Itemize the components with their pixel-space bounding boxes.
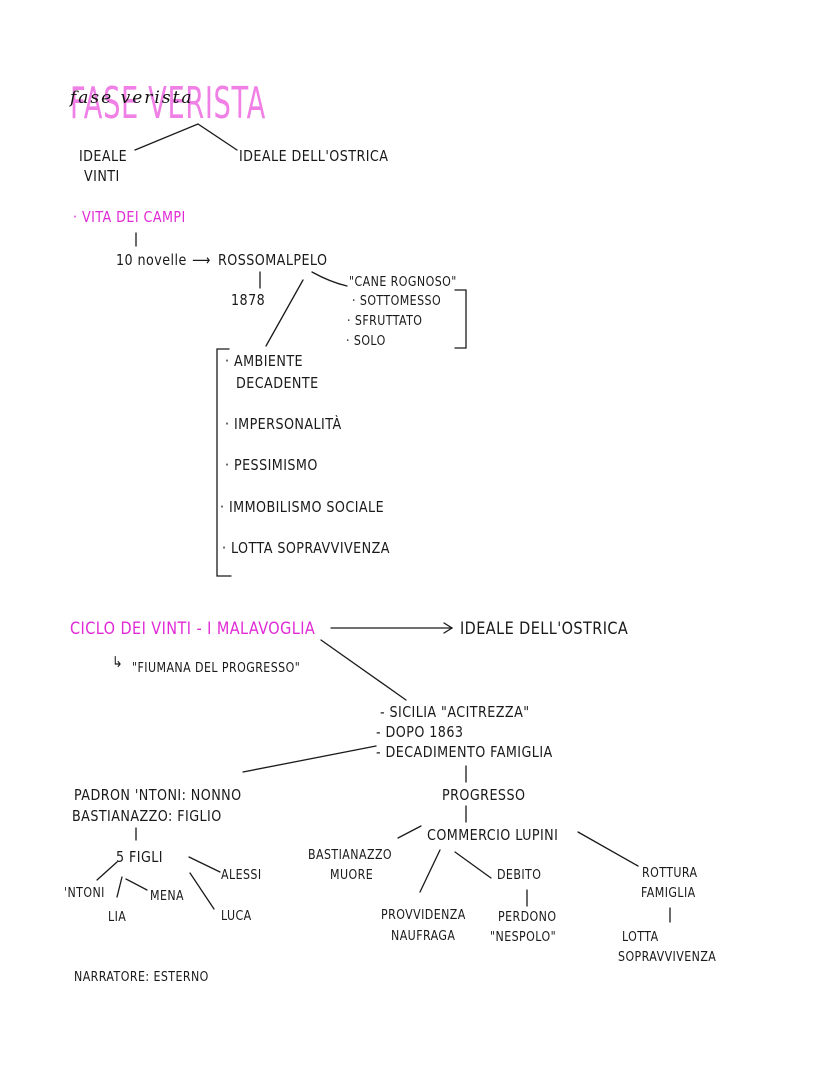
child-alessi: ALESSI — [221, 868, 262, 883]
perdono-label: PERDONO — [498, 910, 557, 925]
link-commercio-rottura — [577, 831, 639, 867]
rossomalpelo-label: ROSSOMALPELO — [218, 251, 328, 269]
bastianazzo-figlio-label: BASTIANAZZO: FIGLIO — [72, 807, 222, 825]
child-lia: LIA — [108, 910, 127, 925]
vita-dei-campi-heading: · VITA DEI CAMPI — [73, 208, 186, 226]
child-luca: LUCA — [221, 909, 252, 924]
link-commercio-provvidenza — [419, 849, 441, 893]
padron-ntoni-label: PADRON 'NTONI: NONNO — [74, 786, 242, 804]
theme-impersonalita: · IMPERSONALITÀ — [225, 415, 342, 433]
link-figli-mena — [125, 878, 148, 891]
fiumana-label: "FIUMANA DEL PROGRESSO" — [132, 661, 301, 676]
bracket-traits — [454, 289, 467, 349]
naufraga-label: NAUFRAGA — [391, 929, 456, 944]
arrowhead-ciclo-ideale — [443, 622, 454, 634]
page-title: FASE VERISTA — [70, 78, 266, 129]
link-facts-padron — [242, 745, 377, 773]
commercio-lupini-label: COMMERCIO LUPINI — [427, 826, 559, 844]
fact-dopo: - DOPO 1863 — [376, 723, 464, 741]
theme-decadente: DECADENTE — [236, 374, 319, 392]
link-commercio-debito — [454, 851, 492, 879]
trait-solo: · SOLO — [346, 334, 386, 349]
bracket-themes — [216, 348, 232, 577]
bastianazzo-muore-1: BASTIANAZZO — [308, 848, 393, 863]
nespolo-label: "NESPOLO" — [490, 930, 557, 945]
ciclo-heading: CICLO DEI VINTI - I MALAVOGLIA — [70, 619, 316, 639]
link-rosso-cane — [311, 271, 348, 287]
branch-ideale-ostrica — [197, 123, 238, 151]
lotta-label: LOTTA — [622, 930, 659, 945]
cinque-figli-label: 5 FIGLI — [116, 848, 163, 866]
novelle-label: 10 novelle — [116, 251, 187, 269]
ideale-vinti-label-2: VINTI — [84, 167, 120, 185]
ideale-vinti-label-1: IDEALE — [79, 147, 128, 165]
theme-lotta: · LOTTA SOPRAVVIVENZA — [222, 539, 390, 557]
sopravvivenza-label: SOPRAVVIVENZA — [618, 950, 717, 965]
trait-sfruttato: · SFRUTTATO — [347, 314, 423, 329]
cane-rognoso-label: "CANE ROGNOSO" — [349, 275, 457, 290]
year-1878: 1878 — [231, 291, 266, 309]
link-figli-lia — [116, 876, 123, 898]
link-figli-alessi — [188, 856, 221, 873]
progresso-label: PROGRESSO — [442, 786, 526, 804]
provvidenza-label: PROVVIDENZA — [381, 908, 466, 923]
ciclo-ideale-ostrica: IDEALE DELL'OSTRICA — [460, 619, 629, 639]
link-ciclo-facts — [320, 639, 407, 701]
child-ntoni: 'NTONI — [64, 886, 105, 901]
child-mena: MENA — [150, 889, 185, 904]
theme-immobilismo: · IMMOBILISMO SOCIALE — [220, 498, 385, 516]
theme-pessimismo: · PESSIMISMO — [225, 456, 318, 474]
bastianazzo-muore-2: MUORE — [330, 868, 374, 883]
fact-sicilia: - SICILIA "ACITREZZA" — [380, 703, 530, 721]
fact-decadimento: - DECADIMENTO FAMIGLIA — [376, 743, 553, 761]
fiumana-arrow: ↳ — [112, 653, 124, 671]
theme-ambiente: · AMBIENTE — [225, 352, 304, 370]
novelle-arrow: ⟶ — [192, 251, 211, 269]
narratore-label: NARRATORE: ESTERNO — [74, 970, 209, 985]
branch-ideale-vinti — [134, 123, 199, 151]
rottura-label: ROTTURA — [642, 866, 698, 881]
link-commercio-bastianazzo — [397, 825, 422, 839]
page-title-script: fase verista — [70, 88, 194, 108]
famiglia-label: FAMIGLIA — [641, 886, 696, 901]
link-figli-ntoni — [96, 861, 118, 881]
ideale-ostrica-label: IDEALE DELL'OSTRICA — [239, 147, 389, 165]
debito-label: DEBITO — [497, 868, 542, 883]
trait-sottomesso: · SOTTOMESSO — [352, 294, 442, 309]
link-figli-luca — [189, 872, 215, 910]
link-rosso-themes — [265, 279, 304, 347]
